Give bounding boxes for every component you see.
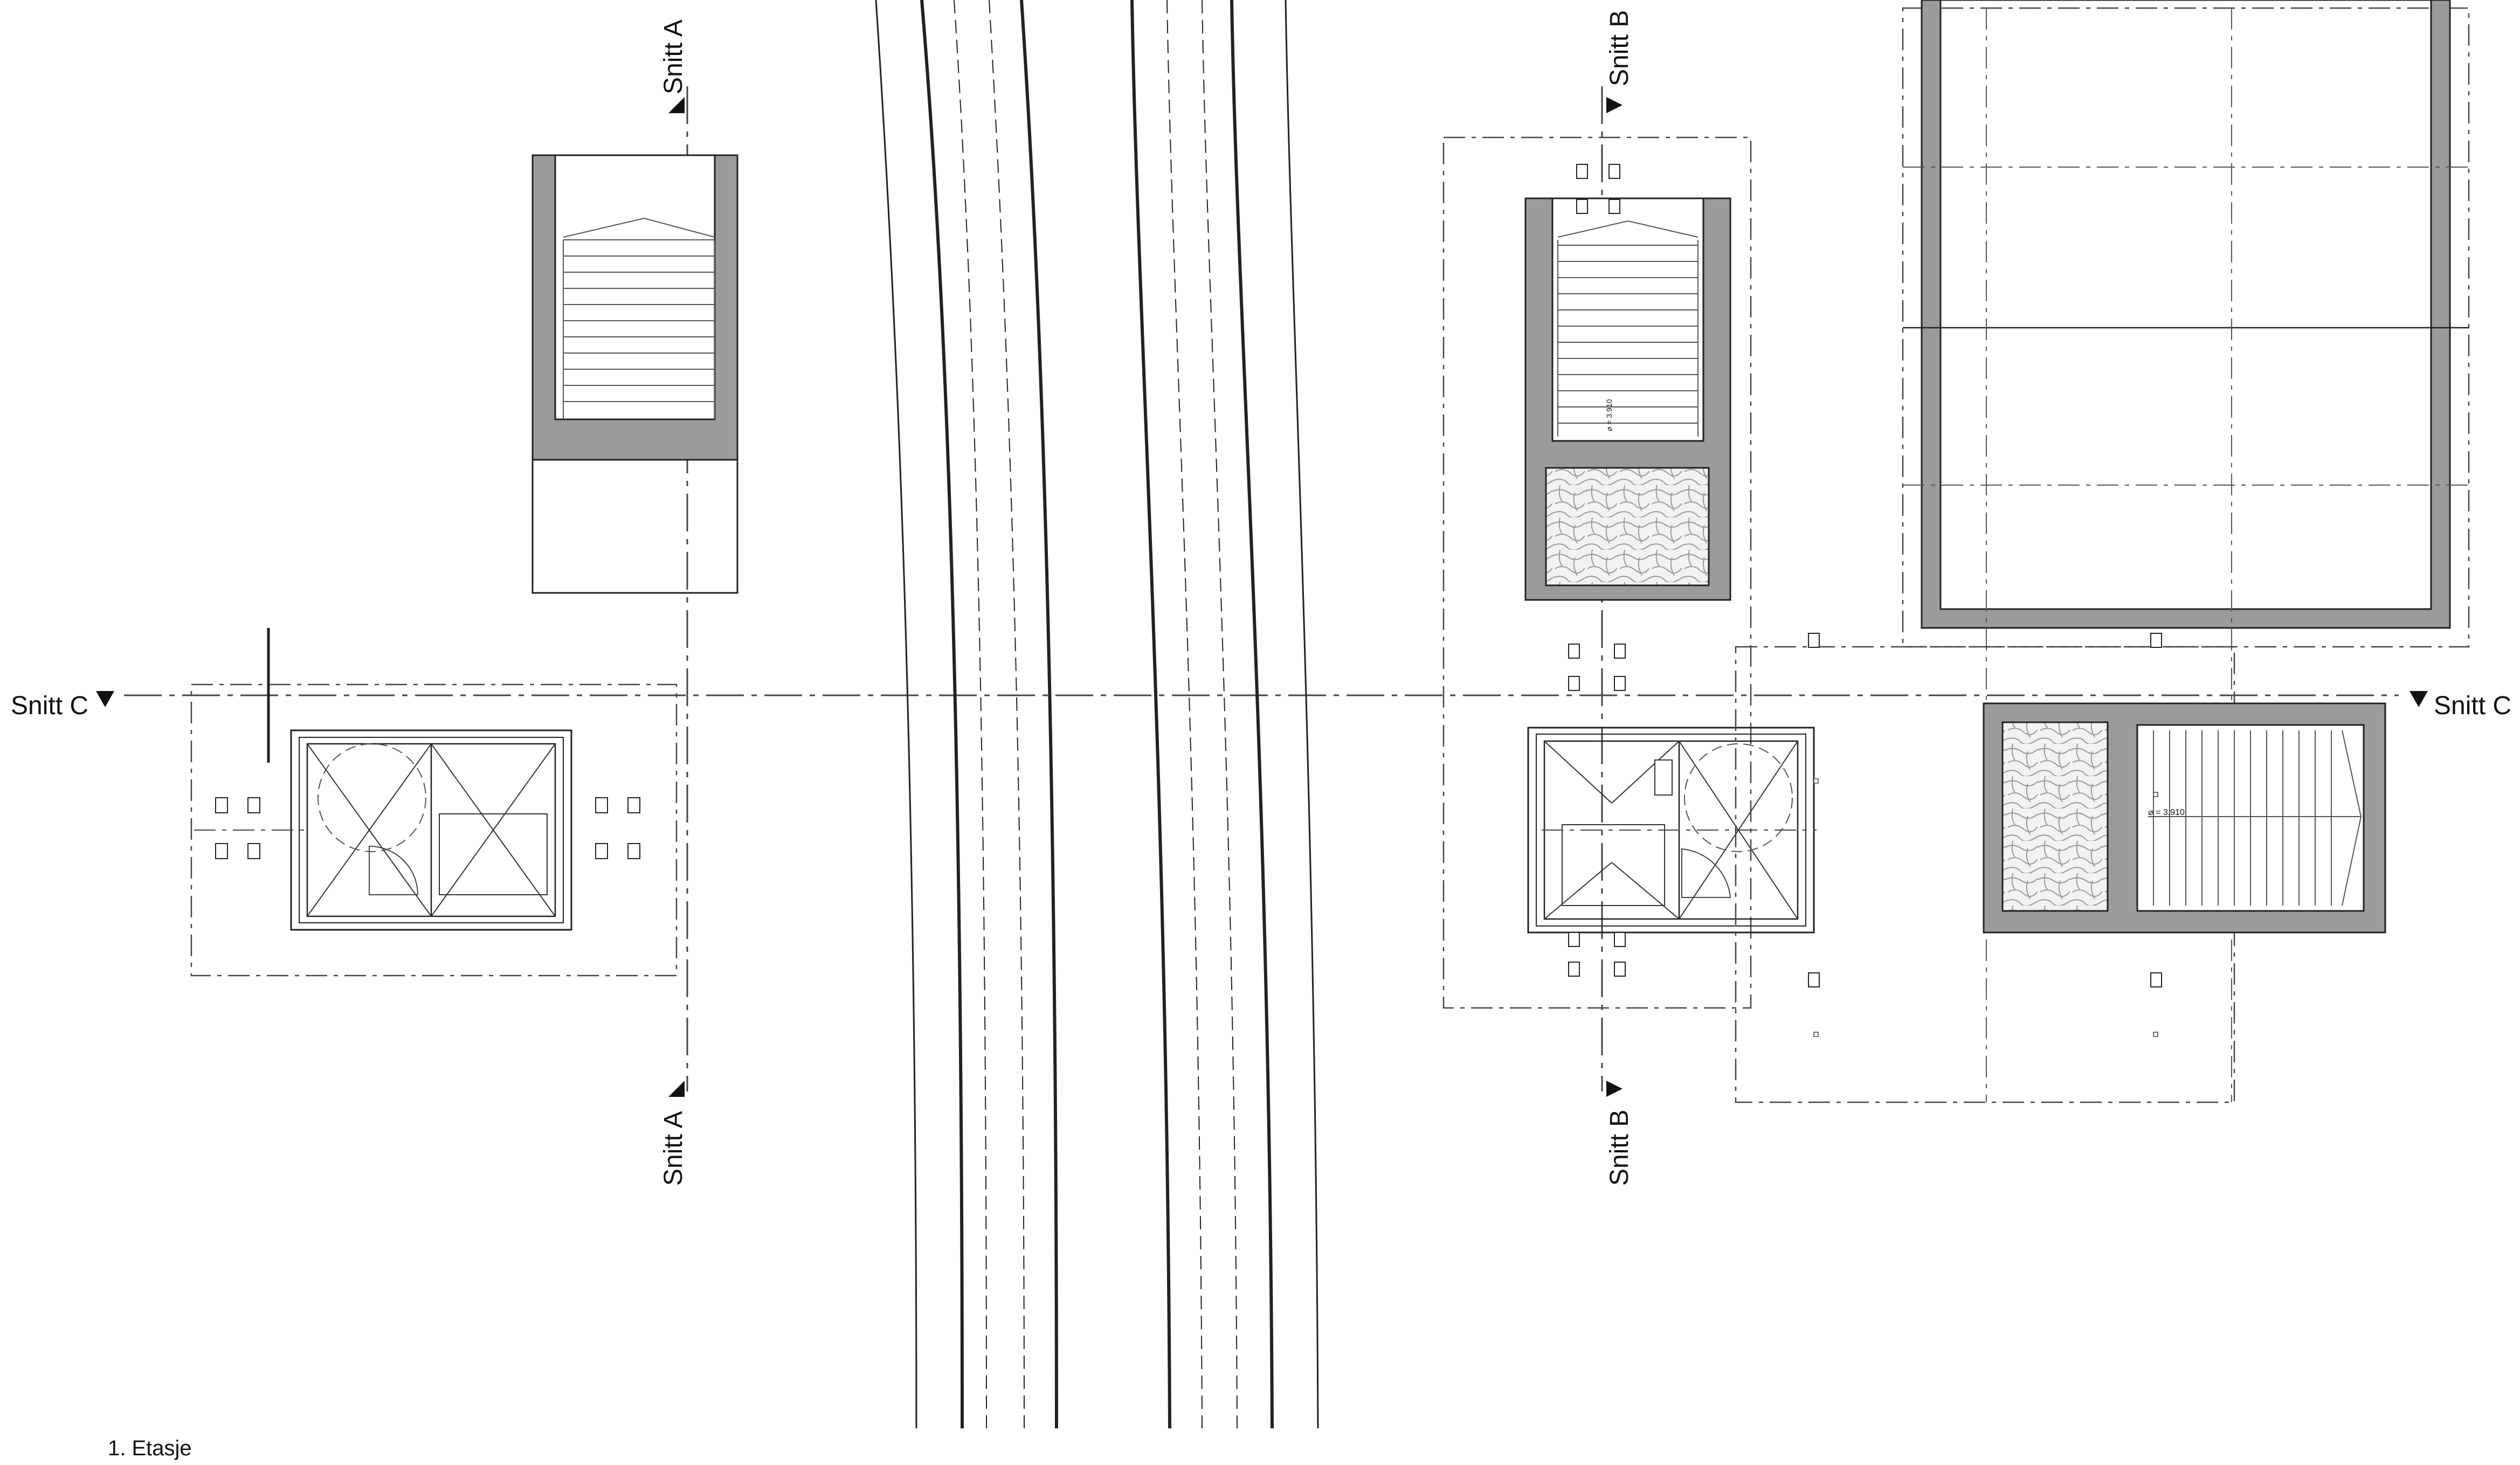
- right-stair: ⌀ = 3.910: [1442, 136, 1752, 1009]
- right-shelter: [1527, 727, 1817, 977]
- section-a-bottom-arrow: [668, 1081, 685, 1097]
- drawing-title: 1. Etasje: [108, 1436, 192, 1460]
- section-c-right-arrow: [2409, 691, 2428, 707]
- section-a-bottom-label: Snitt A: [659, 1111, 688, 1186]
- section-a-top-label: Snitt A: [659, 19, 688, 94]
- section-c-left-label: Snitt C: [11, 692, 88, 720]
- dimension-label-vertical: ⌀ = 3.910: [1605, 399, 1613, 431]
- section-b-top-arrow: [1606, 97, 1623, 113]
- section-b-bottom-label: Snitt B: [1605, 1110, 1634, 1186]
- railway-tracks: [875, 0, 1319, 1429]
- dimension-label-horizontal: ⌀ = 3.910: [2148, 808, 2185, 817]
- left-shelter: [190, 628, 678, 977]
- section-c-right-label: Snitt C: [2434, 692, 2511, 720]
- section-c-left-arrow: [96, 691, 114, 707]
- section-a-top-arrow: [668, 97, 685, 113]
- left-stair: [531, 154, 738, 594]
- section-b-bottom-arrow: [1606, 1081, 1623, 1097]
- right-horizontal-stair: ⌀ = 3.910: [1983, 702, 2386, 934]
- right-building-outline: [1735, 0, 2470, 1103]
- section-b-top-label: Snitt B: [1605, 10, 1634, 86]
